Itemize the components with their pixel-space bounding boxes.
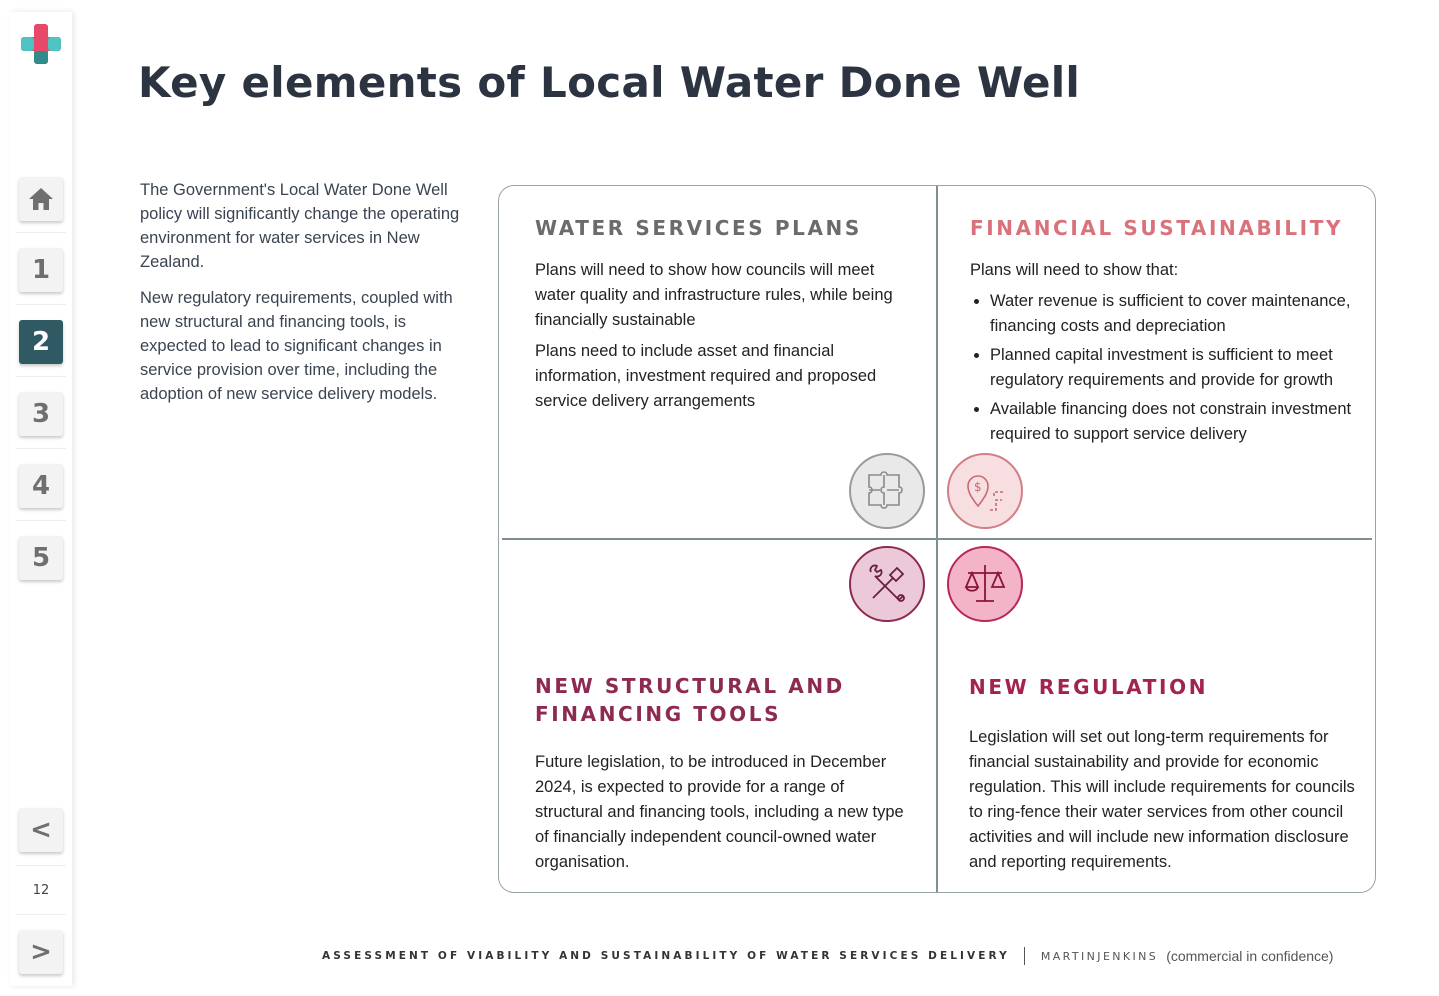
sidebar-nav: 1 2 3 4 5 < 12 > bbox=[10, 12, 72, 986]
new-regulation-section: NEW REGULATION Legislation will set out … bbox=[969, 673, 1369, 881]
financial-sustainability-section: FINANCIAL SUSTAINABILITY Plans will need… bbox=[970, 214, 1370, 451]
section-heading: NEW REGULATION bbox=[969, 675, 1209, 699]
section-paragraph: Future legislation, to be introduced in … bbox=[535, 753, 904, 871]
svg-text:$: $ bbox=[974, 480, 982, 494]
heading-line: FINANCING TOOLS bbox=[535, 702, 782, 726]
intro-text: The Government's Local Water Done Well p… bbox=[140, 178, 460, 418]
list-item: Planned capital investment is sufficient… bbox=[990, 343, 1370, 393]
section-heading: FINANCIAL SUSTAINABILITY bbox=[970, 216, 1344, 240]
section-paragraph: Plans will need to show how councils wil… bbox=[535, 261, 893, 329]
section-heading: NEW STRUCTURAL AND FINANCING TOOLS bbox=[535, 672, 905, 728]
heading-line: NEW STRUCTURAL AND bbox=[535, 674, 845, 698]
nav-item-1[interactable]: 1 bbox=[19, 248, 63, 292]
dollar-location-icon: $ bbox=[947, 453, 1023, 529]
section-paragraph: Legislation will set out long-term requi… bbox=[969, 728, 1355, 871]
nav-divider bbox=[16, 520, 66, 521]
nav-item-2[interactable]: 2 bbox=[19, 320, 63, 364]
puzzle-icon bbox=[849, 453, 925, 529]
footer-document-title: ASSESSMENT OF VIABILITY AND SUSTAINABILI… bbox=[322, 950, 1010, 962]
nav-item-5[interactable]: 5 bbox=[19, 536, 63, 580]
nav-item-3[interactable]: 3 bbox=[19, 392, 63, 436]
key-elements-card bbox=[498, 185, 1376, 893]
nav-divider bbox=[16, 232, 66, 233]
horizontal-divider bbox=[502, 538, 1372, 540]
nav-divider bbox=[16, 865, 66, 866]
page-title: Key elements of Local Water Done Well bbox=[138, 58, 1081, 107]
nav-divider bbox=[16, 376, 66, 377]
nav-item-4[interactable]: 4 bbox=[19, 464, 63, 508]
home-icon bbox=[29, 188, 53, 210]
home-button[interactable] bbox=[19, 177, 63, 221]
previous-page-button[interactable]: < bbox=[19, 808, 63, 852]
footer-brand: MARTINJENKINS bbox=[1040, 949, 1159, 963]
structural-financing-tools-section: NEW STRUCTURAL AND FINANCING TOOLS Futur… bbox=[535, 672, 905, 881]
page-number: 12 bbox=[32, 883, 50, 898]
list-item: Available financing does not constrain i… bbox=[990, 397, 1370, 447]
section-paragraph: Plans need to include asset and financia… bbox=[535, 342, 877, 410]
scales-icon bbox=[947, 546, 1023, 622]
list-item: Water revenue is sufficient to cover mai… bbox=[990, 289, 1370, 339]
nav-divider bbox=[16, 304, 66, 305]
water-services-plans-section: WATER SERVICES PLANS Plans will need to … bbox=[535, 214, 905, 420]
footer: ASSESSMENT OF VIABILITY AND SUSTAINABILI… bbox=[322, 944, 1382, 968]
section-intro: Plans will need to show that: bbox=[970, 261, 1179, 279]
logo-icon bbox=[21, 24, 61, 64]
footer-separator bbox=[1023, 947, 1025, 965]
footer-confidentiality: (commercial in confidence) bbox=[1166, 948, 1334, 964]
requirements-list: Water revenue is sufficient to cover mai… bbox=[970, 289, 1370, 447]
tools-icon bbox=[849, 546, 925, 622]
nav-divider bbox=[16, 448, 66, 449]
section-heading: WATER SERVICES PLANS bbox=[535, 216, 862, 240]
next-page-button[interactable]: > bbox=[19, 930, 63, 974]
nav-divider bbox=[16, 914, 66, 915]
intro-paragraph: New regulatory requirements, coupled wit… bbox=[140, 289, 453, 403]
intro-paragraph: The Government's Local Water Done Well p… bbox=[140, 181, 460, 271]
